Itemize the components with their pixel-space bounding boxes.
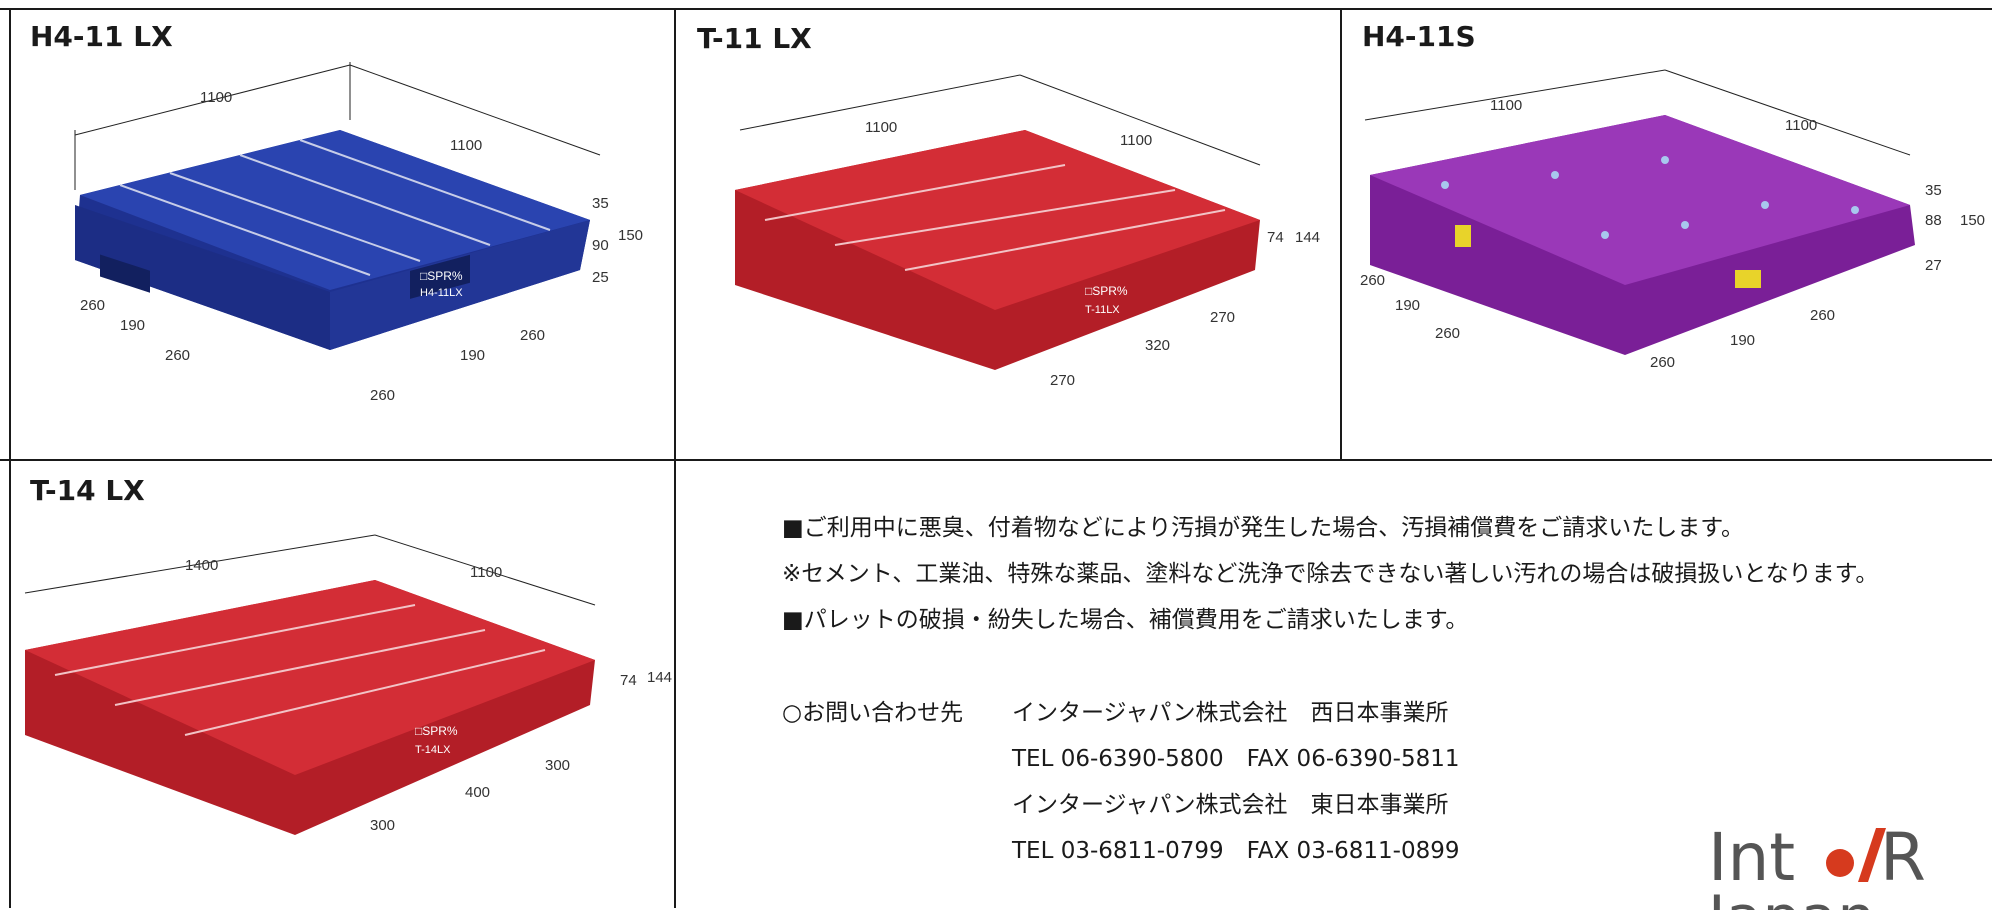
dim-label: 320: [1145, 337, 1170, 354]
pallet-brand: □SPR%: [415, 724, 458, 738]
dim-label: 1100: [200, 89, 232, 106]
pallet-image-t-14lx: 1400 1100 74 144 300 400 300 □SPR% T-14L…: [24, 534, 672, 835]
pallet-deck: [25, 580, 595, 775]
company-logo: Int R Japan: [1708, 820, 1926, 910]
pallet-deck: [735, 130, 1260, 310]
dim-label: 144: [647, 669, 672, 686]
pallet-brand: □SPR%: [1085, 284, 1128, 298]
dim-label: 260: [165, 347, 190, 364]
product-title-t-14lx: T-14 LX: [30, 474, 145, 507]
contact-label: ○お問い合わせ先: [782, 700, 964, 726]
contact-block: ○お問い合わせ先 インタージャパン株式会社 西日本事業所 TEL 06-6390-…: [782, 690, 1460, 874]
note-line: ■パレットの破損・紛失した場合、補償費用をご請求いたします。: [782, 607, 1469, 633]
dim-label: 150: [618, 227, 643, 244]
pallet-image-t-11lx: 1100 1100 74 144 270 320 270 □SPR% T-11L…: [735, 74, 1320, 389]
dim-label: 190: [460, 347, 485, 364]
dim-label: 1100: [450, 137, 482, 154]
dim-label: 1100: [470, 564, 502, 581]
dim-label: 1100: [1490, 97, 1522, 114]
dim-label: 144: [1295, 229, 1320, 246]
note-line: ■ご利用中に悪臭、付着物などにより汚損が発生した場合、汚損補償費をご請求いたしま…: [782, 515, 1744, 541]
table-border-top: [0, 8, 1992, 10]
dim-label: 1400: [185, 557, 218, 574]
notes-block: ■ご利用中に悪臭、付着物などにより汚損が発生した場合、汚損補償費をご請求いたしま…: [782, 505, 1878, 643]
pallet-brand: □SPR%: [420, 269, 463, 283]
pallet-deck: [80, 130, 590, 290]
logo-text-japan: Japan: [1708, 883, 1875, 910]
product-title-h4-11s: H4-11S: [1362, 20, 1476, 53]
dim-label: 74: [1267, 229, 1284, 246]
dim-label: 90: [592, 237, 609, 254]
pallet-model: H4-11LX: [420, 287, 463, 299]
dim-label: 74: [620, 672, 637, 689]
dim-label: 260: [1360, 272, 1385, 289]
pallet-image-h4-11s: 1100 1100 35 88 150 27 260 190 260 260 1…: [1360, 69, 1985, 371]
pallet-model: T-11LX: [1085, 304, 1120, 316]
dim-label: 190: [1395, 297, 1420, 314]
dim-label: 260: [520, 327, 545, 344]
logo-text-int: Int: [1708, 820, 1795, 896]
table-row-divider: [0, 459, 1992, 461]
dim-label: 35: [1925, 182, 1942, 199]
dim-label: 270: [1210, 309, 1235, 326]
dim-label: 150: [1960, 212, 1985, 229]
pallet-image-h4-11lx: 1100 1100 35 150 90 25 260 190 260 260 1…: [74, 62, 643, 404]
contact-line: TEL 06-6390-5800 FAX 06-6390-5811: [1012, 746, 1460, 772]
dim-label: 35: [592, 195, 609, 212]
dim-label: 260: [80, 297, 105, 314]
table-border-left: [9, 8, 11, 908]
product-title-t-11lx: T-11 LX: [697, 22, 812, 55]
contact-line: TEL 03-6811-0799 FAX 03-6811-0899: [1012, 838, 1460, 864]
logo-slash: [1858, 828, 1886, 882]
pallet-deck: [1370, 115, 1910, 285]
product-title-h4-11lx: H4-11 LX: [30, 20, 173, 53]
dim-label: 25: [592, 269, 609, 286]
dim-label: 1100: [1120, 132, 1152, 149]
dim-label: 88: [1925, 212, 1942, 229]
table-col-divider-1: [674, 8, 676, 908]
pallet-model: T-14LX: [415, 744, 451, 756]
contact-line: インタージャパン株式会社 西日本事業所: [1012, 700, 1449, 726]
contact-line: インタージャパン株式会社 東日本事業所: [1012, 792, 1449, 818]
dim-label: 27: [1925, 257, 1942, 274]
dim-label: 190: [1730, 332, 1755, 349]
dim-label: 300: [545, 757, 570, 774]
dim-label: 260: [1435, 325, 1460, 342]
dim-label: 190: [120, 317, 145, 334]
dim-label: 1100: [1785, 117, 1817, 134]
logo-text-r: R: [1880, 820, 1926, 896]
dim-label: 260: [1810, 307, 1835, 324]
dim-label: 260: [1650, 354, 1675, 371]
dim-label: 300: [370, 817, 395, 834]
table-col-divider-2: [1340, 8, 1342, 460]
dim-label: 260: [370, 387, 395, 404]
dim-label: 1100: [865, 119, 897, 136]
note-line: ※セメント、工業油、特殊な薬品、塗料など洗浄で除去できない著しい汚れの場合は破損…: [782, 561, 1879, 587]
logo-dot: [1826, 849, 1854, 877]
dim-label: 270: [1050, 372, 1075, 389]
dim-label: 400: [465, 784, 490, 801]
